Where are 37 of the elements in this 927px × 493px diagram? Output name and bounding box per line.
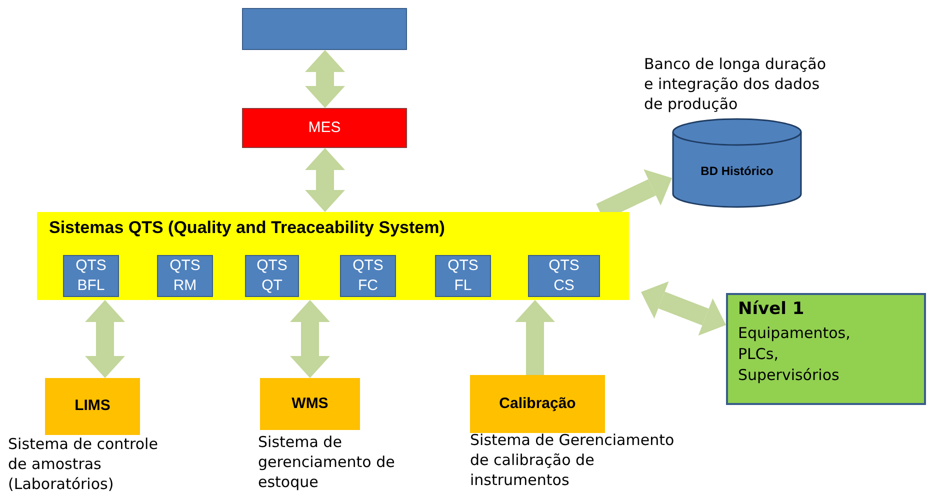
node-label: QTS RM (168, 256, 202, 296)
node-label: QTS BFL (74, 256, 108, 296)
system-box (470, 375, 605, 433)
module-box (157, 255, 213, 297)
module-box (528, 255, 600, 297)
description-text: Sistema de controle de amostras (Laboratórios) (8, 434, 159, 493)
group-heading: Sistemas QTS (Quality and Treaceability System) (49, 217, 445, 239)
thick-arrow (641, 281, 726, 336)
node-label: LIMS (74, 396, 110, 416)
thick-arrow (290, 300, 330, 378)
box-heading: Nível 1 (738, 298, 806, 321)
system-box (260, 378, 360, 430)
node-label: Calibração (499, 394, 576, 414)
module-box (242, 108, 407, 148)
module-box (340, 255, 396, 297)
thick-arrow (305, 148, 345, 212)
module-box (245, 255, 299, 297)
node-label: QTS FC (352, 256, 384, 296)
description-text: Sistema de Gerenciamento de calibração de instrumentos (470, 430, 676, 490)
node-label: QTS QT (256, 256, 288, 296)
thick-arrow (305, 50, 345, 108)
level-box (726, 293, 926, 405)
system-box (45, 378, 140, 435)
system-group-box (37, 212, 629, 300)
description-text: Banco de longa duração e integração dos dados de produção (644, 54, 828, 114)
box-text: Equipamentos, PLCs, Supervisórios (738, 322, 852, 386)
module-box (242, 8, 407, 50)
thick-arrow (515, 300, 555, 375)
node-label: MES (308, 118, 341, 138)
node-label: QTS CS (548, 256, 580, 296)
module-box (435, 255, 491, 297)
node-label: WMS (292, 394, 328, 414)
description-text: Sistema de gerenciamento de estoque (258, 432, 396, 492)
node-label: BD Histórico (700, 163, 774, 180)
thick-arrow (85, 300, 125, 378)
module-box (63, 255, 119, 297)
node-label: QTS FL (446, 256, 480, 296)
